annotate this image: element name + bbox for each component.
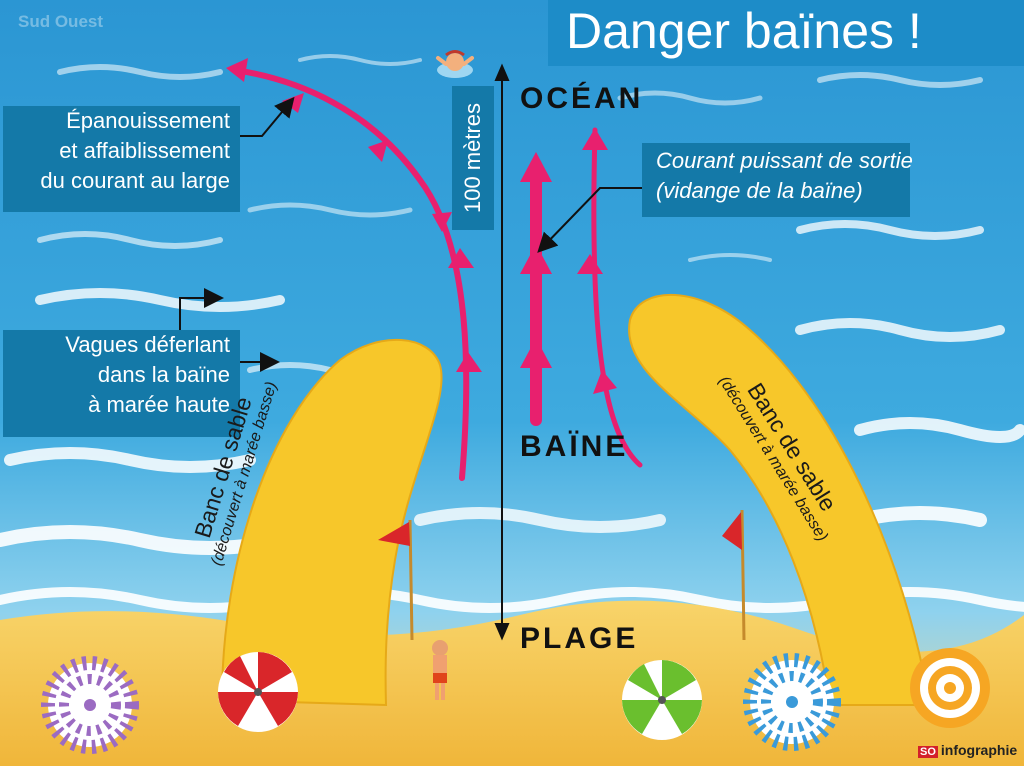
- footer-text: infographie: [940, 742, 1018, 758]
- callout-line: (vidange de la baïne): [656, 178, 863, 203]
- page-title: Danger baïnes !: [566, 3, 922, 59]
- brand-watermark: Sud Ouest: [18, 12, 104, 31]
- so-logo: SO: [918, 746, 938, 758]
- callout-vagues: Vagues déferlant dans la baïne à marée h…: [3, 330, 240, 437]
- beach-umbrella-icon: [622, 660, 702, 740]
- callout-line: et affaiblissement: [59, 138, 230, 163]
- sandbank-left-shape: [220, 339, 443, 707]
- callout-line: Courant puissant de sortie: [656, 148, 913, 173]
- title-band: [548, 0, 1024, 66]
- red-flag-icon: [378, 519, 414, 641]
- callout-epanouissement: Épanouissement et affaiblissement du cou…: [3, 106, 240, 212]
- beach-umbrella-icon: [910, 648, 990, 728]
- callout-line: Épanouissement: [66, 108, 230, 133]
- callout-line: du courant au large: [40, 168, 230, 193]
- beach-umbrella-icon: [218, 652, 298, 732]
- label-ocean: OCÉAN: [520, 82, 644, 115]
- label-plage: PLAGE: [520, 622, 639, 655]
- distance-label: 100 mètres: [460, 102, 485, 214]
- swimmer-icon: [436, 50, 474, 78]
- current-arrows: [232, 67, 643, 481]
- callout-courant: Courant puissant de sortie (vidange de l…: [642, 143, 913, 217]
- beach-umbrella-icon: [743, 653, 841, 751]
- red-flag-icon: [722, 509, 746, 641]
- label-baine: BAÏNE: [520, 430, 629, 463]
- callout-line: dans la baïne: [97, 362, 230, 387]
- person-icon: [432, 640, 448, 700]
- beach-umbrella-icon: [41, 656, 139, 754]
- distance-label-box: 100 mètres: [452, 86, 494, 230]
- callout-line: Vagues déferlant: [65, 332, 230, 357]
- distance-line: [494, 63, 510, 641]
- callout-line: à marée haute: [88, 392, 230, 417]
- leader-lines: [179, 96, 642, 372]
